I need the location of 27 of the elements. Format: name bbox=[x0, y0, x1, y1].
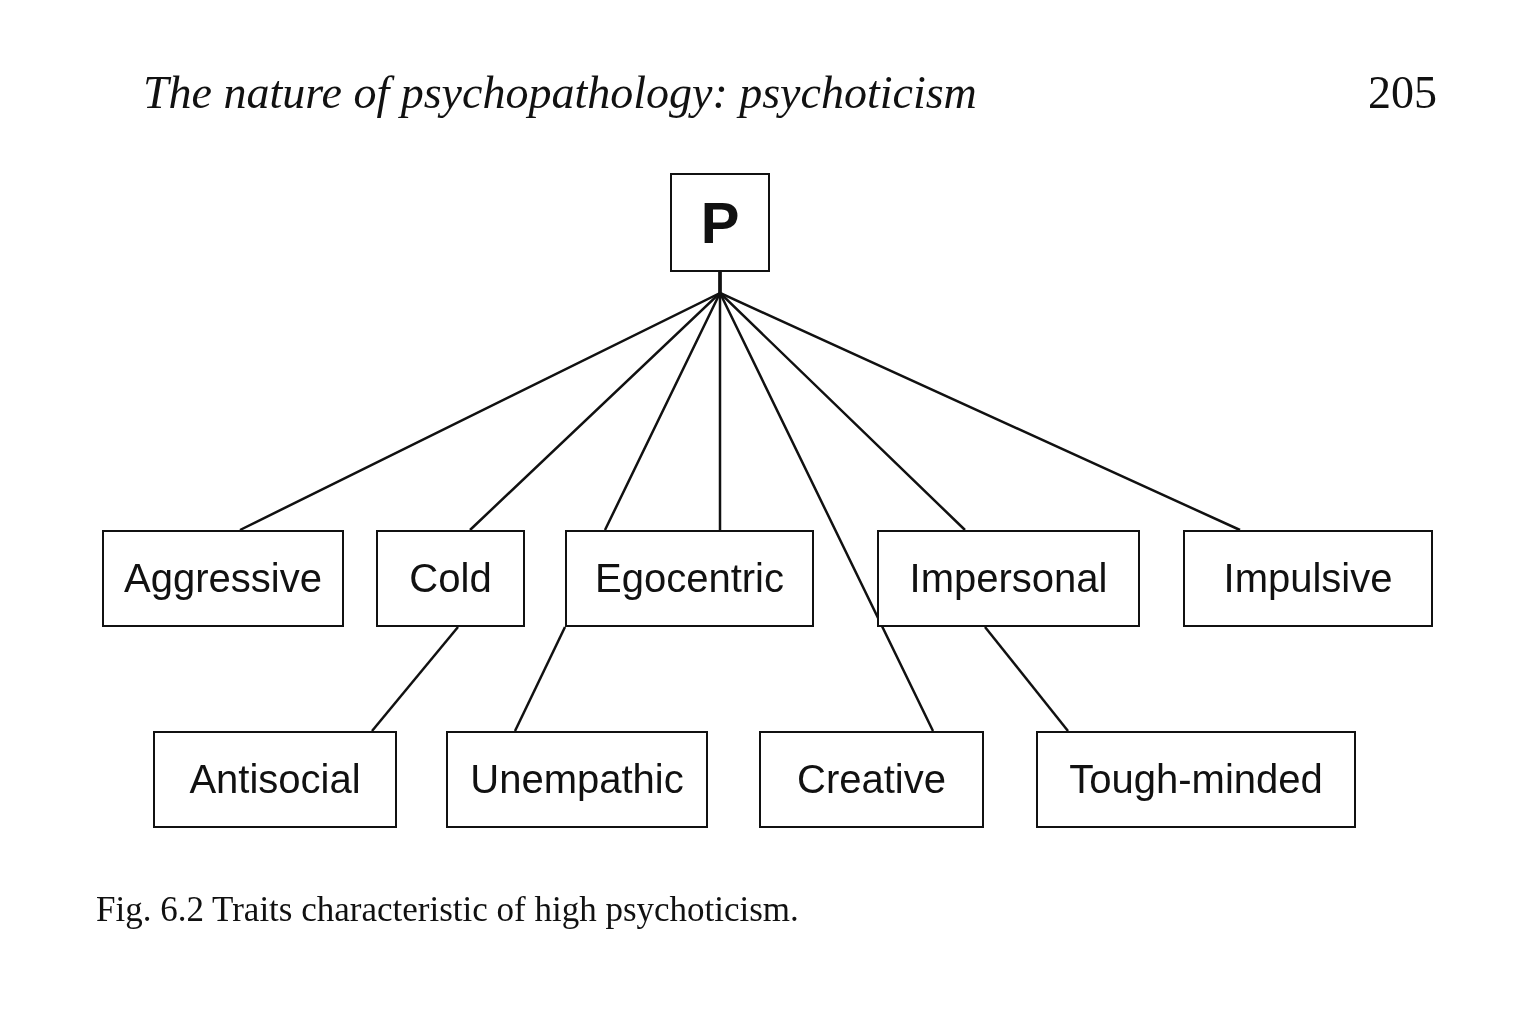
trait-box bbox=[376, 530, 525, 627]
trait-label: Egocentric bbox=[595, 556, 784, 601]
trait-label: Impersonal bbox=[909, 556, 1108, 601]
trait-label: P bbox=[700, 189, 740, 256]
connector-line bbox=[371, 626, 459, 732]
trait-label: Antisocial bbox=[189, 757, 361, 802]
trait-label: Creative bbox=[797, 757, 946, 802]
trait-box bbox=[1036, 731, 1356, 828]
trait-label: Unempathic bbox=[470, 757, 684, 802]
trait-box bbox=[670, 173, 770, 272]
running-header: The nature of psychopathology: psychoticism bbox=[143, 66, 977, 119]
page-number: 205 bbox=[1368, 66, 1437, 119]
connector-line bbox=[513, 626, 567, 732]
trait-box bbox=[565, 530, 814, 627]
connector-line bbox=[984, 626, 1069, 732]
trait-box bbox=[877, 530, 1140, 627]
trait-label: Aggressive bbox=[124, 556, 322, 601]
trait-box bbox=[1183, 530, 1433, 627]
trait-label: Cold bbox=[409, 556, 492, 601]
trait-box bbox=[153, 731, 397, 828]
trait-box bbox=[446, 731, 708, 828]
connector-line bbox=[718, 272, 1241, 532]
trait-label: Tough-minded bbox=[1069, 757, 1323, 802]
figure-caption: Fig. 6.2 Traits characteristic of high psychoticism. bbox=[96, 890, 799, 930]
trait-label: Impulsive bbox=[1223, 556, 1393, 601]
trait-box bbox=[759, 731, 984, 828]
trait-box bbox=[102, 530, 344, 627]
